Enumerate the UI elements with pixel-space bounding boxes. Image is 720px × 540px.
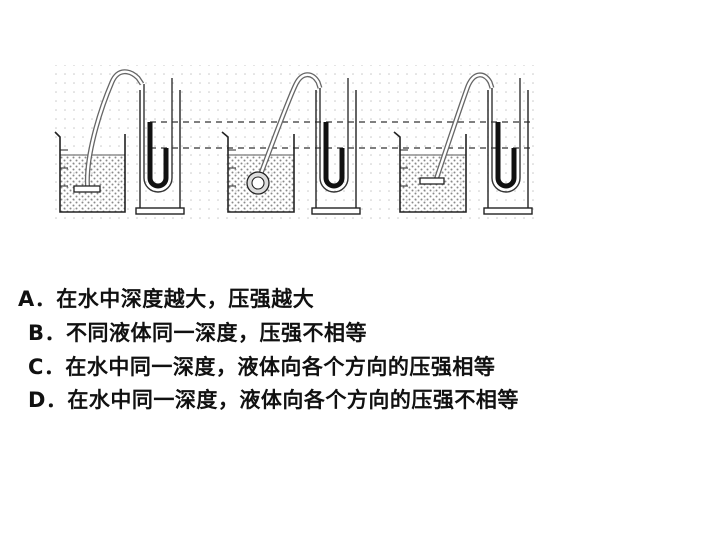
setup-1 xyxy=(54,69,185,215)
option-c[interactable]: C．在水中同一深度，液体向各个方向的压强相等 xyxy=(28,355,496,379)
experiment-figure xyxy=(50,65,538,225)
setup-3 xyxy=(393,72,533,215)
manometer-1 xyxy=(135,78,185,215)
probe-1 xyxy=(73,185,101,193)
probe-2 xyxy=(246,171,270,195)
manometer-3 xyxy=(483,78,533,215)
probe-3 xyxy=(419,177,445,185)
option-a[interactable]: A．在水中深度越大，压强越大 xyxy=(18,287,315,311)
option-d[interactable]: D．在水中同一深度，液体向各个方向的压强不相等 xyxy=(28,388,519,412)
manometer-2 xyxy=(311,78,361,215)
setup-2 xyxy=(221,72,361,215)
beaker-3 xyxy=(393,131,467,213)
beaker-1 xyxy=(54,131,126,213)
option-b[interactable]: B．不同液体同一深度，压强不相等 xyxy=(28,321,368,345)
